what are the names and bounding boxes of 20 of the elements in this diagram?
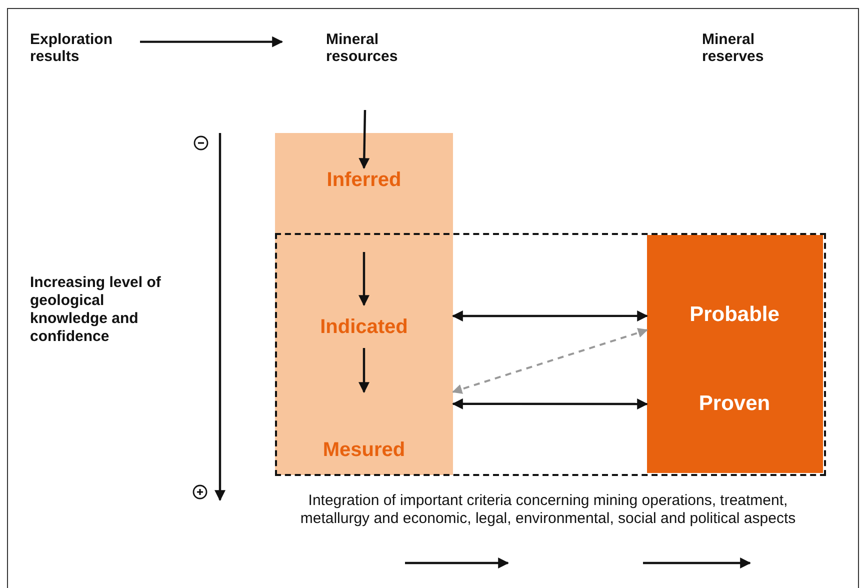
heading-text: Mineral reserves: [702, 31, 792, 67]
arrow: [452, 328, 648, 394]
arrow: [358, 252, 370, 306]
axis-label: Increasing level of geological knowledge and confidence: [30, 274, 162, 346]
heading-text: Mineral resources: [282, 31, 432, 67]
arrow: [358, 110, 370, 170]
arrow: [140, 36, 284, 48]
dashed-frame: [275, 233, 826, 476]
arrow: [452, 398, 648, 410]
arrow: [452, 310, 648, 322]
category-label: Probable: [646, 294, 822, 336]
category-label: Indicated: [275, 305, 453, 348]
resource-column: [275, 133, 453, 475]
arrow: [358, 348, 370, 394]
category-label: Mesured: [275, 392, 453, 462]
heading-text: Exploration results: [30, 31, 140, 67]
reserves-block: [646, 235, 822, 473]
note-text: Integration of important criteria concerning mining operations, treatment, metallurgy and economic, legal, environmental, social and political aspects: [299, 492, 797, 528]
category-label: Inferred: [275, 168, 453, 252]
category-label: Proven: [646, 384, 822, 424]
